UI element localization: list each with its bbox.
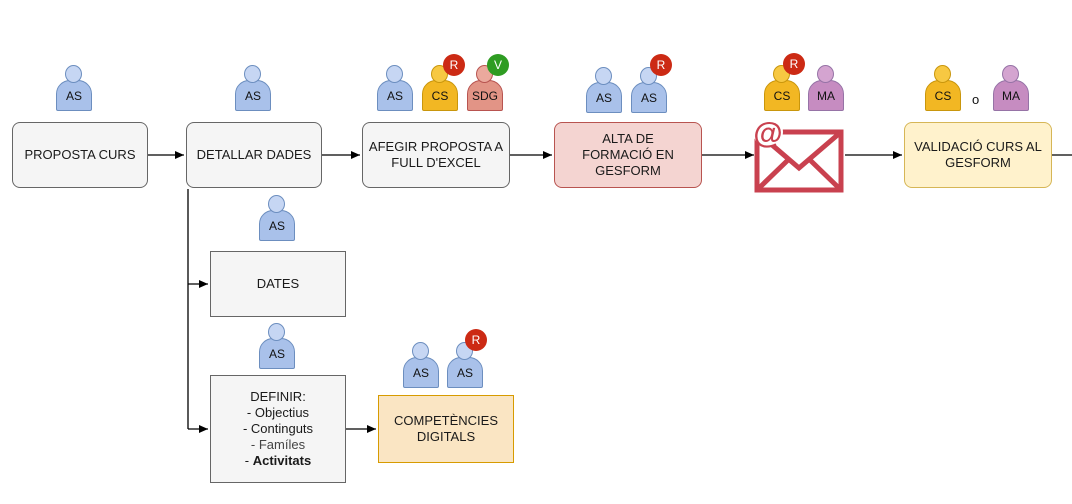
actor-sdg-afegir: SDG [467,65,503,111]
actor-label: AS [595,91,612,105]
person-head [268,323,285,341]
responsible-badge-as-competencies: R [465,329,487,351]
person-head [386,65,403,83]
responsible-badge-cs-email: R [783,53,805,75]
definir-item-continguts: - Continguts [242,421,314,436]
actor-label: AS [412,366,429,380]
person-head [1002,65,1019,83]
actor-cs-email: CS [764,65,800,111]
actor-label: CS [431,89,449,103]
node-alta-formacio: ALTA DE FORMACIÓ EN GESFORM [554,122,702,188]
responsible-badge-cs-afegir: R [443,54,465,76]
person-body [422,80,458,111]
person-head [595,67,612,85]
actor-label: AS [268,219,285,233]
node-validacio-curs: VALIDACIÓ CURS AL GESFORM [904,122,1052,188]
node-afegir-proposta: AFEGIR PROPOSTA A FULL D'EXCEL [362,122,510,188]
actor-label: SDG [471,89,498,103]
actor-label: AS [244,89,261,103]
node-competencies-digitals: COMPETÈNCIES DIGITALS [378,395,514,463]
person-body [993,80,1029,111]
definir-title: DEFINIR: [250,389,306,404]
node-dates: DATES [210,251,346,317]
email-icon-graphic: @ [753,117,844,193]
actor-as-afegir: AS [377,65,413,111]
actor-label: AS [268,347,285,361]
person-body [235,80,271,111]
person-head [934,65,951,83]
node-proposta-curs: PROPOSTA CURS [12,122,148,188]
actor-ma-email: MA [808,65,844,111]
person-head [817,65,834,83]
node-definir: DEFINIR: - Objectius - Continguts - Famí… [210,375,346,483]
email-icon: @ [752,116,846,194]
node-detallar-dades: DETALLAR DADES [186,122,322,188]
actor-label: AS [456,366,473,380]
actor-label: MA [1002,89,1020,103]
actor-as-alta-2: AS [631,67,667,113]
person-body [377,80,413,111]
definir-item-objectius: - Objectius [246,405,310,420]
person-head [244,65,261,83]
definir-item-activitats-prefix: - [244,453,253,468]
actor-label: CS [773,89,791,103]
person-body [925,80,961,111]
definir-item-families: - Famíles [250,437,306,452]
actor-label: CS [934,89,952,103]
svg-text:@: @ [753,117,782,150]
actor-as-competencies-2: AS [447,342,483,388]
actor-label: MA [817,89,835,103]
responsible-badge-as-alta: R [650,54,672,76]
definir-item-activitats-bold: Activitats [252,453,312,468]
actor-label: AS [386,89,403,103]
definir-item-activitats: - Activitats [245,453,311,469]
actor-as-dates: AS [259,195,295,241]
node-proposta-curs-label: PROPOSTA CURS [24,147,136,162]
actor-as-competencies-1: AS [403,342,439,388]
validator-badge-sdg-afegir: V [487,54,509,76]
actor-as-definir: AS [259,323,295,369]
actor-ma-validacio: MA [993,65,1029,111]
actor-label: AS [640,91,657,105]
node-detallar-dades-label: DETALLAR DADES [196,147,312,162]
person-head [412,342,429,360]
actor-as-proposta: AS [56,65,92,111]
node-validacio-curs-label: VALIDACIÓ CURS AL GESFORM [914,139,1042,170]
node-alta-formacio-label: ALTA DE FORMACIÓ EN GESFORM [582,131,674,178]
actor-as-detallar: AS [235,65,271,111]
or-separator: o [972,92,980,107]
actor-cs-afegir: CS [422,65,458,111]
actor-as-alta-1: AS [586,67,622,113]
node-afegir-proposta-label: AFEGIR PROPOSTA A FULL D'EXCEL [368,139,504,170]
person-head [268,195,285,213]
person-head [65,65,82,83]
actor-label: AS [65,89,82,103]
actor-cs-validacio: CS [925,65,961,111]
node-dates-label: DATES [256,276,300,291]
node-competencies-digitals-label: COMPETÈNCIES DIGITALS [393,413,498,444]
